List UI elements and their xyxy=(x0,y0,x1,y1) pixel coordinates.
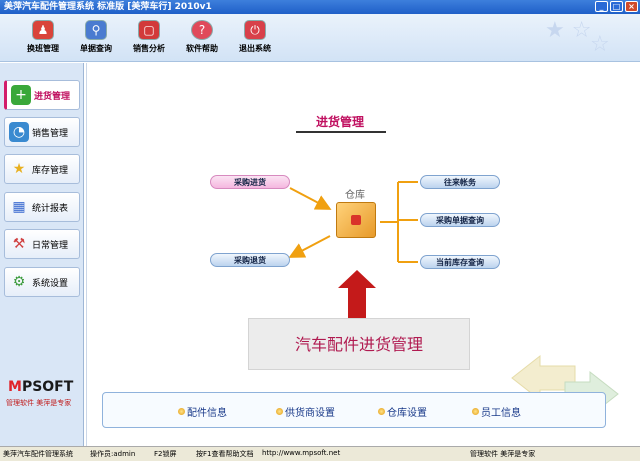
page-title: 进货管理 xyxy=(315,115,364,129)
chart-icon: ▢ xyxy=(138,20,160,40)
sidebar-item-purchase[interactable]: + 进货管理 xyxy=(4,80,80,110)
exit-button[interactable]: ⏻ 退出系统 xyxy=(232,20,278,58)
help-button[interactable]: ? 软件帮助 xyxy=(179,20,225,58)
bullet-icon xyxy=(178,408,185,415)
title-bar: 美萍汽车配件管理系统 标准版 [美萍车行] 2010v1 _ □ × xyxy=(0,0,640,14)
brand-slogan: 管理软件 美萍是专家 xyxy=(6,399,72,407)
purchase-query-button[interactable]: 采购单据查询 xyxy=(420,213,500,227)
minimize-button[interactable]: _ xyxy=(595,1,608,12)
warehouse-box-icon xyxy=(336,202,376,238)
decorative-stars: ☆ xyxy=(590,32,610,57)
module-banner: 汽车配件进货管理 xyxy=(248,318,470,370)
staff-info-link[interactable]: 员工信息 xyxy=(472,404,521,419)
magnifier-icon: ⚲ xyxy=(85,20,107,40)
sidebar-item-daily[interactable]: ⚒ 日常管理 xyxy=(4,229,80,259)
window-title: 美萍汽车配件管理系统 标准版 [美萍车行] 2010v1 xyxy=(4,2,212,12)
plus-icon: + xyxy=(11,85,31,105)
status-help-hint: 按F1查看帮助文档 xyxy=(196,450,254,458)
maximize-button[interactable]: □ xyxy=(610,1,623,12)
sidebar-item-settings[interactable]: ⚙ 系统设置 xyxy=(4,267,80,297)
help-icon: ? xyxy=(191,20,213,40)
status-app-name: 美萍汽车配件管理系统 xyxy=(3,450,73,458)
accounts-button[interactable]: 往来帐务 xyxy=(420,175,500,189)
sidebar-item-sales[interactable]: ◔ 销售管理 xyxy=(4,117,80,147)
supplier-settings-link[interactable]: 供货商设置 xyxy=(276,404,335,419)
decorative-stars: ★ ☆ xyxy=(545,18,592,43)
quick-links-bar xyxy=(102,392,606,428)
sales-analysis-button[interactable]: ▢ 销售分析 xyxy=(126,20,172,58)
parts-info-link[interactable]: 配件信息 xyxy=(178,404,227,419)
arrow-purchase-return xyxy=(288,235,331,258)
toolbar: ♟ 换班管理 ⚲ 单据查询 ▢ 销售分析 ? 软件帮助 ⏻ 退出系统 ★ ☆ ☆ xyxy=(0,14,640,62)
red-up-arrow xyxy=(338,270,376,318)
status-bar: 美萍汽车配件管理系统 操作员:admin F2锁屏 按F1查看帮助文档 http… xyxy=(0,446,640,461)
arrow-purchase-in xyxy=(289,187,332,210)
power-icon: ⏻ xyxy=(244,20,266,40)
pie-chart-icon: ◔ xyxy=(9,122,29,142)
warehouse-label: 仓库 xyxy=(345,190,365,201)
bullet-icon xyxy=(472,408,479,415)
brand-logo: MPSOFT xyxy=(8,379,74,395)
stock-query-button[interactable]: 当前库存查询 xyxy=(420,255,500,269)
title-underline xyxy=(296,131,386,133)
bullet-icon xyxy=(378,408,385,415)
gear-icon: ⚙ xyxy=(12,274,26,290)
bullet-icon xyxy=(276,408,283,415)
window-controls: _ □ × xyxy=(595,1,638,12)
purchase-return-button[interactable]: 采购退货 xyxy=(210,253,290,267)
sidebar-item-inventory[interactable]: ★ 库存管理 xyxy=(4,154,80,184)
star-icon: ★ xyxy=(12,161,26,177)
purchase-in-button[interactable]: 采购进货 xyxy=(210,175,290,189)
status-url: http://www.mpsoft.net xyxy=(262,449,341,457)
close-button[interactable]: × xyxy=(625,1,638,12)
sidebar-item-reports[interactable]: ▦ 统计报表 xyxy=(4,192,80,222)
tools-icon: ⚒ xyxy=(12,236,26,252)
back-arrow-icon xyxy=(511,354,576,402)
warehouse-settings-link[interactable]: 仓库设置 xyxy=(378,404,427,419)
users-icon: ♟ xyxy=(32,20,54,40)
shift-management-button[interactable]: ♟ 换班管理 xyxy=(20,20,66,58)
status-lock-hint: F2锁屏 xyxy=(154,450,177,458)
status-operator: 操作员:admin xyxy=(90,450,136,458)
document-query-button[interactable]: ⚲ 单据查询 xyxy=(73,20,119,58)
bars-icon: ▦ xyxy=(12,199,26,215)
status-slogan: 管理软件 美萍是专家 xyxy=(470,450,536,458)
